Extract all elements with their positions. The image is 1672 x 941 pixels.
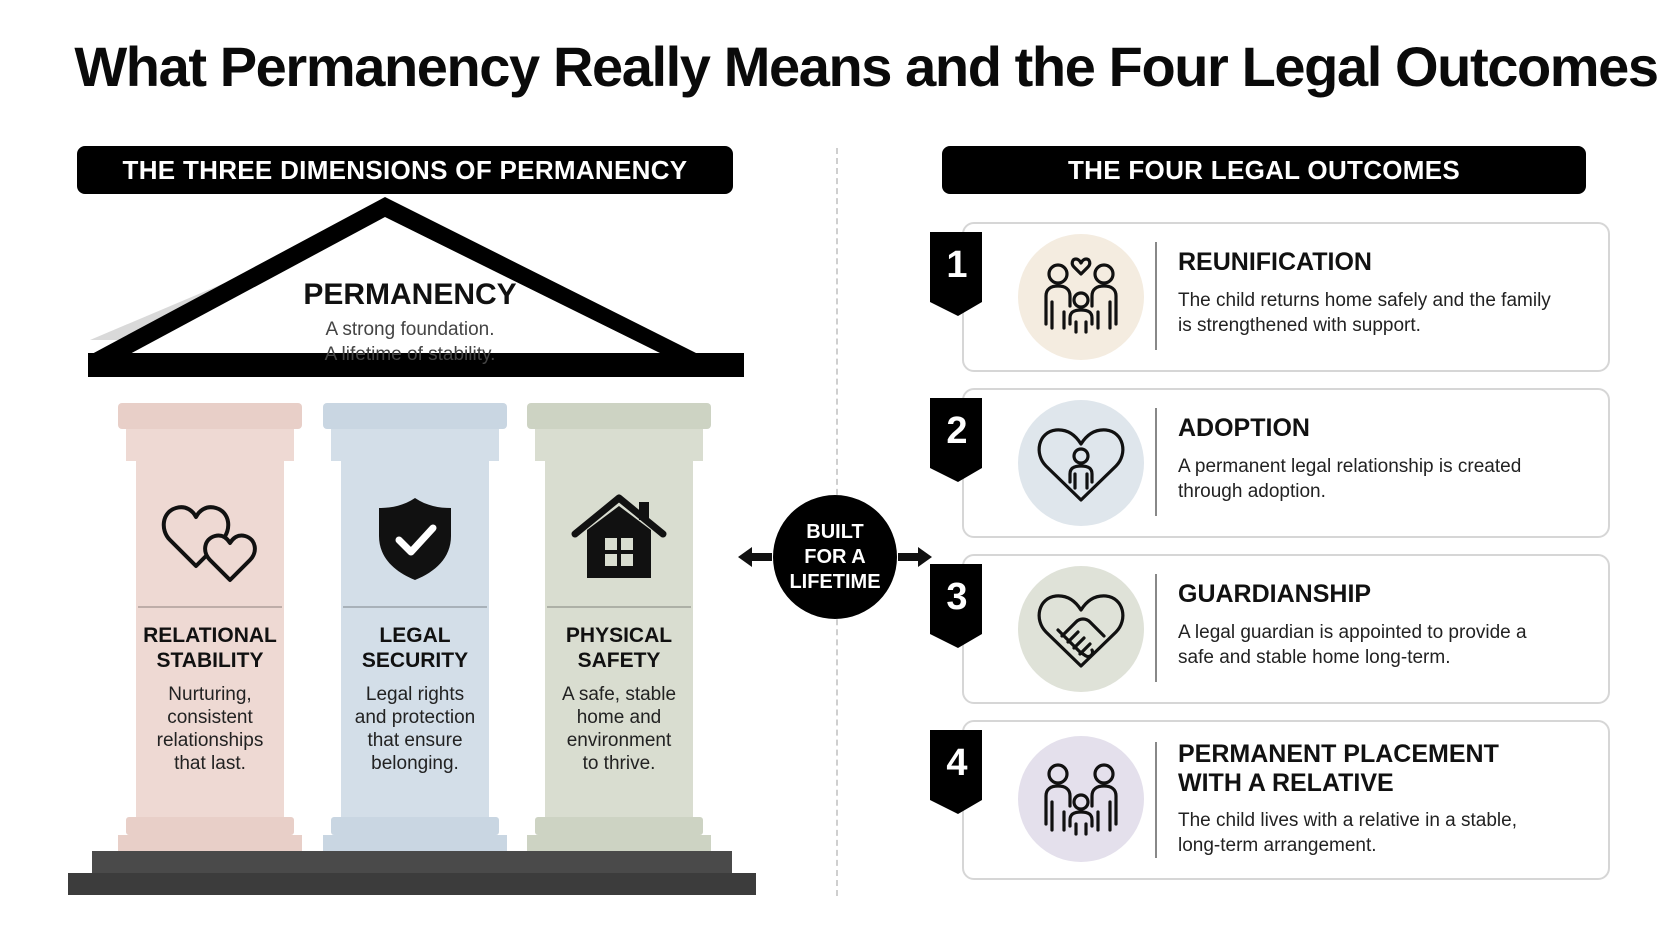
pillar-description: A safe, stable home and environment to t… xyxy=(561,684,677,774)
outcome-description: The child returns home safely and the fa… xyxy=(1178,290,1551,336)
temple-base-lower xyxy=(68,873,756,895)
pillar-legal-security: LEGAL SECURITY Legal rights and protecti… xyxy=(323,403,507,855)
house-icon xyxy=(571,494,667,578)
pillar-physical-safety: PHYSICAL SAFETY A safe, stable home and … xyxy=(527,403,711,855)
outcome-reunification: 1 REUNIFICATION The child returns home s… xyxy=(930,222,1610,374)
number-tab xyxy=(930,564,982,648)
outcome-number: 1 xyxy=(946,244,968,286)
pillar-description: Nurturing, consistent relationships that… xyxy=(156,684,264,774)
pillar-title: LEGAL SECURITY xyxy=(361,624,469,672)
outcome-icon-circle xyxy=(1018,234,1144,360)
outcome-title: GUARDIANSHIP xyxy=(1178,580,1372,608)
outcome-description: A legal guardian is appointed to provide… xyxy=(1178,622,1527,668)
outcome-permanent-placement: 4 PERMANENT PLACEMENT WITH A RELATIVE Th… xyxy=(930,720,1610,882)
outcome-title: PERMANENT PLACEMENT WITH A RELATIVE xyxy=(1178,740,1499,797)
outcome-title: REUNIFICATION xyxy=(1178,248,1372,276)
family-icon xyxy=(1044,763,1118,836)
outcome-number: 4 xyxy=(946,742,968,784)
outcome-description: The child lives with a relative in a sta… xyxy=(1178,810,1517,856)
outcome-description: A permanent legal relationship is create… xyxy=(1178,456,1522,502)
page-title: What Permanency Really Means and the Fou… xyxy=(74,35,1659,98)
outcomes-header: THE FOUR LEGAL OUTCOMES xyxy=(942,146,1586,194)
two-hearts-icon xyxy=(161,505,257,582)
number-tab xyxy=(930,398,982,482)
built-for-a-lifetime-badge: BUILT FOR A LIFETIME xyxy=(773,495,897,619)
number-tab xyxy=(930,730,982,814)
outcome-icon-circle xyxy=(1018,566,1144,692)
pillar-relational-stability: RELATIONAL STABILITY Nurturing, consiste… xyxy=(118,403,302,855)
outcome-icon-circle xyxy=(1018,400,1144,526)
heart-child-icon xyxy=(1037,428,1125,502)
outcome-number: 2 xyxy=(946,410,968,452)
roof-subtitle-line-1: A strong foundation. xyxy=(325,319,495,340)
outcome-guardianship: 3 GUARDIANSHIP A legal guardian is appoi… xyxy=(930,554,1610,706)
roof-subtitle-line-2: A lifetime of stability. xyxy=(324,344,496,365)
outcome-icon-circle xyxy=(1018,736,1144,862)
outcome-adoption: 2 ADOPTION A permanent legal relationshi… xyxy=(930,388,1610,540)
pillar-title: RELATIONAL STABILITY xyxy=(143,624,277,672)
family-heart-icon xyxy=(1044,257,1118,334)
outcome-number: 3 xyxy=(946,576,968,618)
pillar-description: Legal rights and protection that ensure … xyxy=(354,684,476,774)
outcome-title: ADOPTION xyxy=(1178,414,1310,442)
number-tab xyxy=(930,232,982,316)
arrow-left-icon xyxy=(738,547,772,567)
pillar-title: PHYSICAL SAFETY xyxy=(565,624,673,672)
handshake-heart-icon xyxy=(1037,594,1125,668)
permanency-temple: PERMANENCY A strong foundation. A lifeti… xyxy=(60,195,760,900)
temple-base-upper xyxy=(92,851,732,873)
temple-roof xyxy=(88,197,744,377)
dimensions-header: THE THREE DIMENSIONS OF PERMANENCY xyxy=(77,146,733,194)
arrow-right-icon xyxy=(898,547,932,567)
shield-check-icon xyxy=(379,498,451,580)
roof-title: PERMANENCY xyxy=(303,278,517,311)
